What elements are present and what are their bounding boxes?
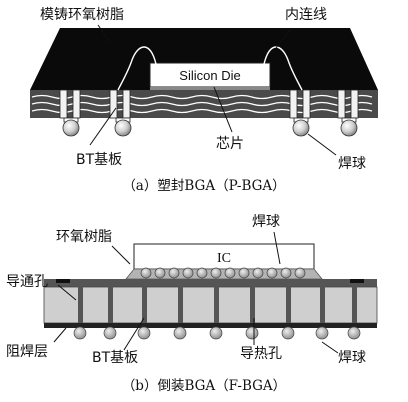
silicon-die-label: Silicon Die xyxy=(179,68,240,83)
label-solder-ball-bottom: 焊球 xyxy=(338,350,366,366)
label-solder-ball-ic: 焊球 xyxy=(252,214,280,230)
label-epoxy: 环氧树脂 xyxy=(56,229,112,245)
label-bt-substrate-top: BT基板 xyxy=(76,151,122,168)
bt-substrate-core xyxy=(43,286,378,324)
caption-fbga: （b）倒装BGA（F-BGA） xyxy=(122,378,286,394)
label-interconnect: 内连线 xyxy=(285,7,327,23)
die-attach xyxy=(150,87,270,90)
bond-wires xyxy=(117,46,303,91)
label-chip: 芯片 xyxy=(216,136,244,152)
bt-substrate-bottom xyxy=(44,279,377,287)
top-leaders xyxy=(89,24,337,156)
solder-balls-top xyxy=(62,119,358,137)
edge-marks xyxy=(56,279,364,283)
caption-pbga: （a）塑封BGA（P-BGA） xyxy=(122,178,285,194)
label-mold-epoxy: 模铸环氧树脂 xyxy=(40,7,124,23)
pbga-diagram: Silicon Die 模铸环氧树脂 内连线 BT基板 芯片 焊球 （a）塑封B… xyxy=(30,7,378,194)
substrate-wavy-lines xyxy=(31,94,373,114)
flip-chip-bumps xyxy=(140,267,306,279)
vias-thermal xyxy=(78,279,357,323)
label-via: 导通孔 xyxy=(6,274,48,290)
fbga-diagram: IC xyxy=(6,214,378,394)
ic-label: IC xyxy=(217,251,231,266)
label-solder-ball-top: 焊球 xyxy=(338,156,366,172)
ic-die xyxy=(133,243,315,270)
label-thermal-via: 导热孔 xyxy=(240,346,282,362)
bottom-leaders xyxy=(53,231,339,354)
label-solder-mask: 阻焊层 xyxy=(6,344,48,360)
mold-compound xyxy=(30,28,378,90)
bt-substrate-top xyxy=(30,90,378,118)
label-bt-substrate-bottom: BT基板 xyxy=(92,349,138,366)
solder-balls-bottom xyxy=(73,326,361,340)
solder-mask-layer xyxy=(44,323,377,328)
